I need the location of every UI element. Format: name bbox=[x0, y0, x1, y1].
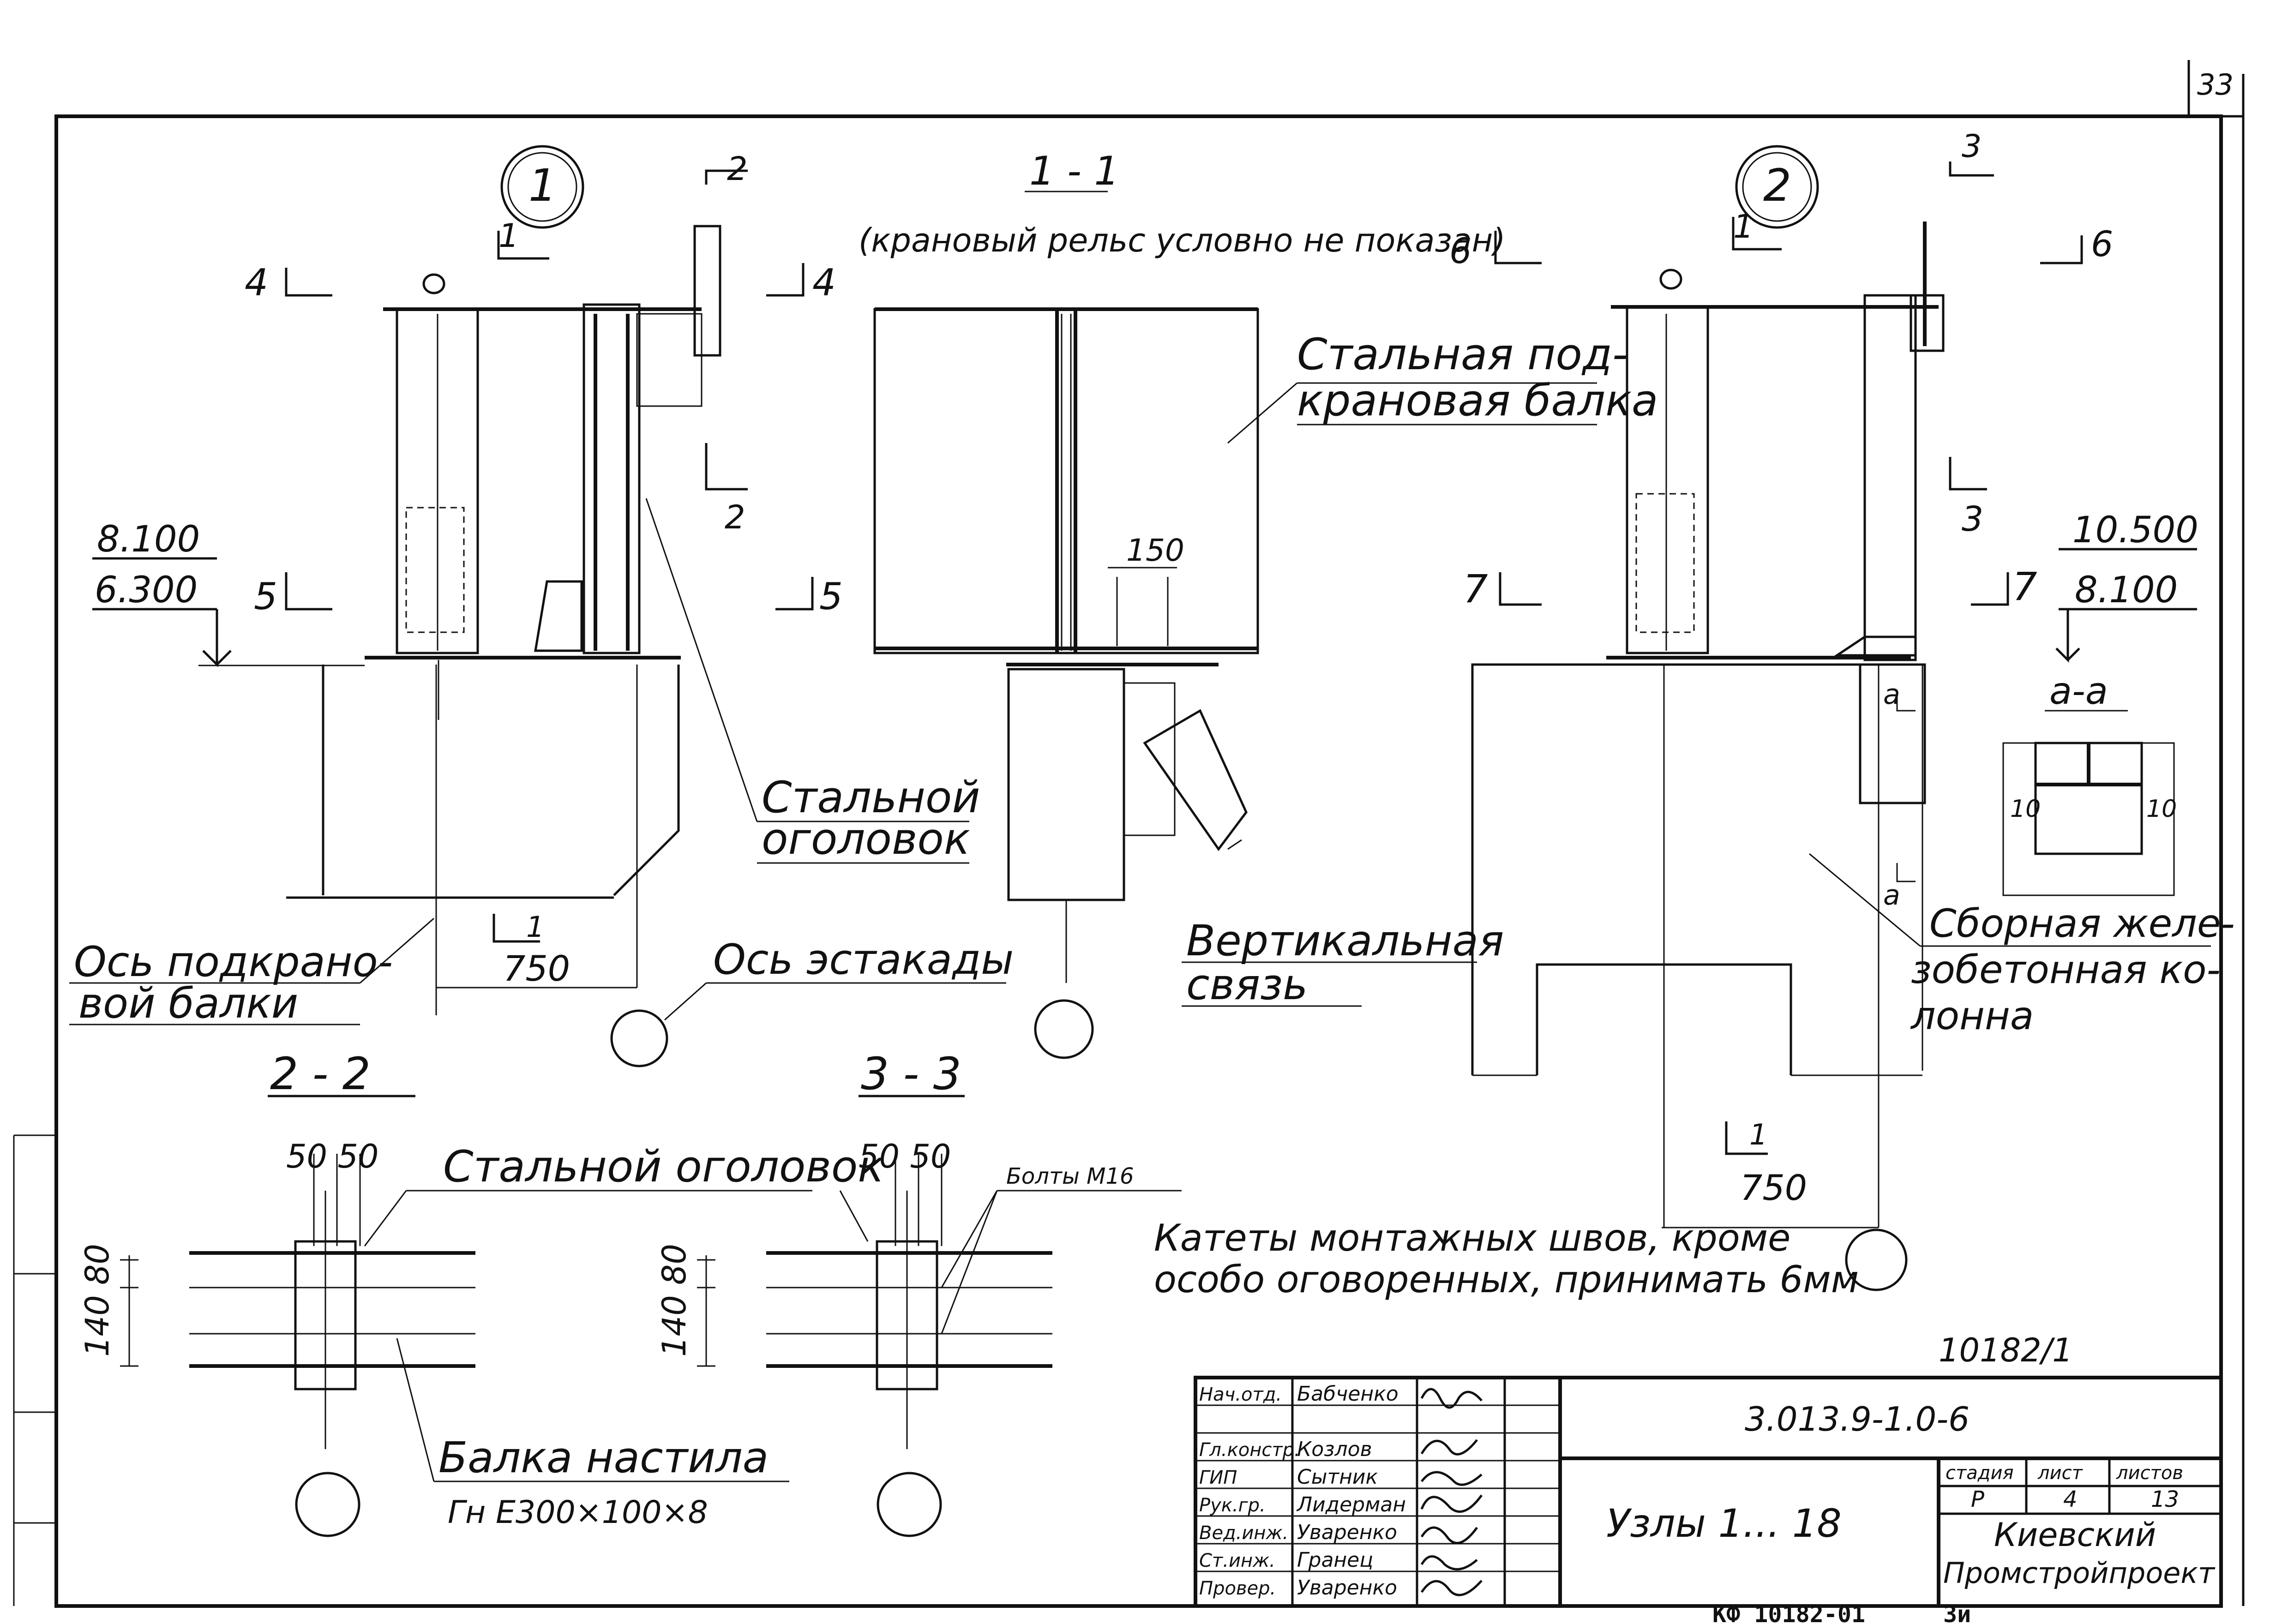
staff-name-4: Лидерман bbox=[1296, 1493, 1406, 1516]
node-1-marker: 1 bbox=[528, 160, 557, 211]
section-2-2-drawing bbox=[120, 1095, 812, 1537]
label-vertical-bracing-1: Вертикальная bbox=[1186, 916, 1504, 965]
node-1-section-mark-4-right: 4 bbox=[812, 261, 836, 304]
staff-role-6: Ст.инж. bbox=[1199, 1550, 1275, 1571]
node-1-section-ref: 1 bbox=[526, 910, 544, 944]
section-a-a-title: а-а bbox=[2049, 670, 2108, 713]
node-2-section-mark-7-left: 7 bbox=[1463, 566, 1488, 611]
staff-name-3: Сытник bbox=[1297, 1465, 1378, 1489]
label-bolts: Болты М16 bbox=[1006, 1163, 1134, 1189]
label-vertical-bracing-2: связь bbox=[1186, 960, 1308, 1009]
label-trestle-axis: Ось эстакады bbox=[713, 935, 1014, 984]
node-1-section-mark-1: 1 bbox=[498, 217, 519, 255]
section-1-1-dimension: 150 bbox=[1126, 533, 1184, 568]
section-2-2-dim-top: 50 50 bbox=[286, 1138, 378, 1175]
label-deck-beam-profile: Гн Е300×100×8 bbox=[448, 1494, 708, 1531]
section-3-3-title: 3 - 3 bbox=[861, 1048, 961, 1100]
label-precast-column-2: зобетонная ко- bbox=[1911, 947, 2221, 992]
node-1-level-lower: 6.300 bbox=[95, 569, 198, 611]
archive-number: 10182/1 bbox=[1939, 1331, 2073, 1369]
node-2-level-upper: 10.500 bbox=[2072, 509, 2198, 551]
label-steel-crane-beam-1: Стальная под- bbox=[1297, 330, 1628, 380]
node-2-section-mark-3-bottom: 3 bbox=[1962, 499, 1983, 539]
page-number: 33 bbox=[2197, 68, 2234, 102]
section-2-2-title: 2 - 2 bbox=[270, 1048, 371, 1100]
label-steel-head-1: Стальной bbox=[762, 773, 980, 823]
section-1-1-drawing bbox=[775, 191, 1597, 1059]
staff-role-7: Провер. bbox=[1199, 1578, 1276, 1599]
drawing-title: Узлы 1... 18 bbox=[1606, 1501, 1842, 1546]
section-1-1-mark-5: 5 bbox=[819, 575, 843, 618]
label-steel-crane-beam-2: крановая балка bbox=[1297, 376, 1658, 426]
organization-line-1: Киевский bbox=[1994, 1516, 2156, 1554]
label-crane-beam-axis-1: Ось подкрано- bbox=[74, 938, 393, 986]
staff-role-2: Гл.констр. bbox=[1199, 1439, 1300, 1461]
staff-role-3: ГИП bbox=[1199, 1467, 1237, 1488]
node-2-drawing bbox=[1471, 145, 2211, 1291]
label-deck-beam: Балка настила bbox=[438, 1433, 769, 1482]
label-steel-head-2: оголовок bbox=[762, 814, 970, 864]
node-2-section-mark-3-top: 3 bbox=[1962, 128, 1982, 165]
section-2-2-dim-side: 140 80 bbox=[78, 1244, 116, 1357]
label-sheet: лист bbox=[2037, 1462, 2084, 1484]
node-2-level-lower: 8.100 bbox=[2075, 569, 2178, 611]
label-precast-column-1: Сборная желе- bbox=[1929, 901, 2235, 946]
note-line-1: Катеты монтажных швов, кроме bbox=[1154, 1217, 1790, 1259]
organization-line-2: Промстройпроект bbox=[1943, 1556, 2216, 1590]
node-2-dimension: 750 bbox=[1740, 1167, 1807, 1208]
label-steel-head-section: Стальной оголовок bbox=[443, 1142, 884, 1192]
sheet-number: 4 bbox=[2063, 1486, 2078, 1512]
document-code: 3.013.9-1.0-6 bbox=[1745, 1400, 1970, 1438]
bottom-code-suffix: 3и bbox=[1943, 1601, 1971, 1624]
label-stage: стадия bbox=[1946, 1462, 2014, 1484]
section-a-mark-top: а bbox=[1883, 678, 1900, 711]
section-3-3-dim-top: 50 50 bbox=[859, 1138, 951, 1175]
label-crane-beam-axis-2: вой балки bbox=[78, 979, 298, 1028]
section-a-mark-bottom: а bbox=[1883, 879, 1900, 911]
section-1-1-mark-6: 6 bbox=[1449, 230, 1471, 271]
stage-value: Р bbox=[1971, 1486, 1984, 1512]
node-2-marker: 2 bbox=[1763, 160, 1791, 211]
staff-name-1: Бабченко bbox=[1297, 1382, 1399, 1406]
node-1-section-mark-2-bottom: 2 bbox=[725, 498, 745, 536]
staff-name-2: Козлов bbox=[1297, 1438, 1372, 1461]
section-1-1-title: 1 - 1 bbox=[1029, 148, 1119, 194]
node-1-dimension: 750 bbox=[503, 948, 570, 989]
staff-name-6: Гранец bbox=[1297, 1548, 1373, 1572]
staff-role-5: Вед.инж. bbox=[1199, 1522, 1288, 1544]
section-3-3-drawing bbox=[697, 1095, 1182, 1537]
bottom-code: КФ 10182-01 bbox=[1712, 1601, 1865, 1624]
node-2-section-mark-6: 6 bbox=[2091, 223, 2113, 264]
weld-size-left: 10 bbox=[2010, 795, 2041, 823]
label-sheets: листов bbox=[2116, 1462, 2183, 1484]
signatures bbox=[1420, 1388, 1483, 1596]
title-block bbox=[1194, 1376, 2223, 1608]
node-1-section-mark-2-top: 2 bbox=[727, 150, 748, 188]
node-1-level-upper: 8.100 bbox=[97, 519, 200, 560]
section-3-3-dim-side: 140 80 bbox=[655, 1244, 693, 1357]
staff-name-5: Уваренко bbox=[1297, 1521, 1397, 1544]
node-1-section-mark-4-left: 4 bbox=[245, 261, 268, 304]
node-2-section-mark-7-right: 7 bbox=[2012, 564, 2037, 609]
node-1-drawing bbox=[69, 145, 1006, 1067]
staff-role-1: Нач.отд. bbox=[1199, 1384, 1282, 1405]
section-1-1-note: (крановый рельс условно не показан) bbox=[859, 222, 1506, 259]
sheet-frame bbox=[13, 60, 2245, 1608]
node-2-section-ref: 1 bbox=[1749, 1118, 1767, 1151]
staff-name-7: Уваренко bbox=[1297, 1576, 1397, 1600]
label-precast-column-3: лонна bbox=[1910, 993, 2034, 1038]
node-1-section-mark-5: 5 bbox=[254, 575, 277, 618]
weld-size-right: 10 bbox=[2146, 795, 2177, 823]
staff-role-4: Рук.гр. bbox=[1199, 1495, 1266, 1516]
note-line-2: особо оговоренных, принимать 6мм bbox=[1154, 1258, 1859, 1301]
node-2-section-mark-1: 1 bbox=[1733, 208, 1754, 246]
sheets-total: 13 bbox=[2151, 1486, 2179, 1512]
